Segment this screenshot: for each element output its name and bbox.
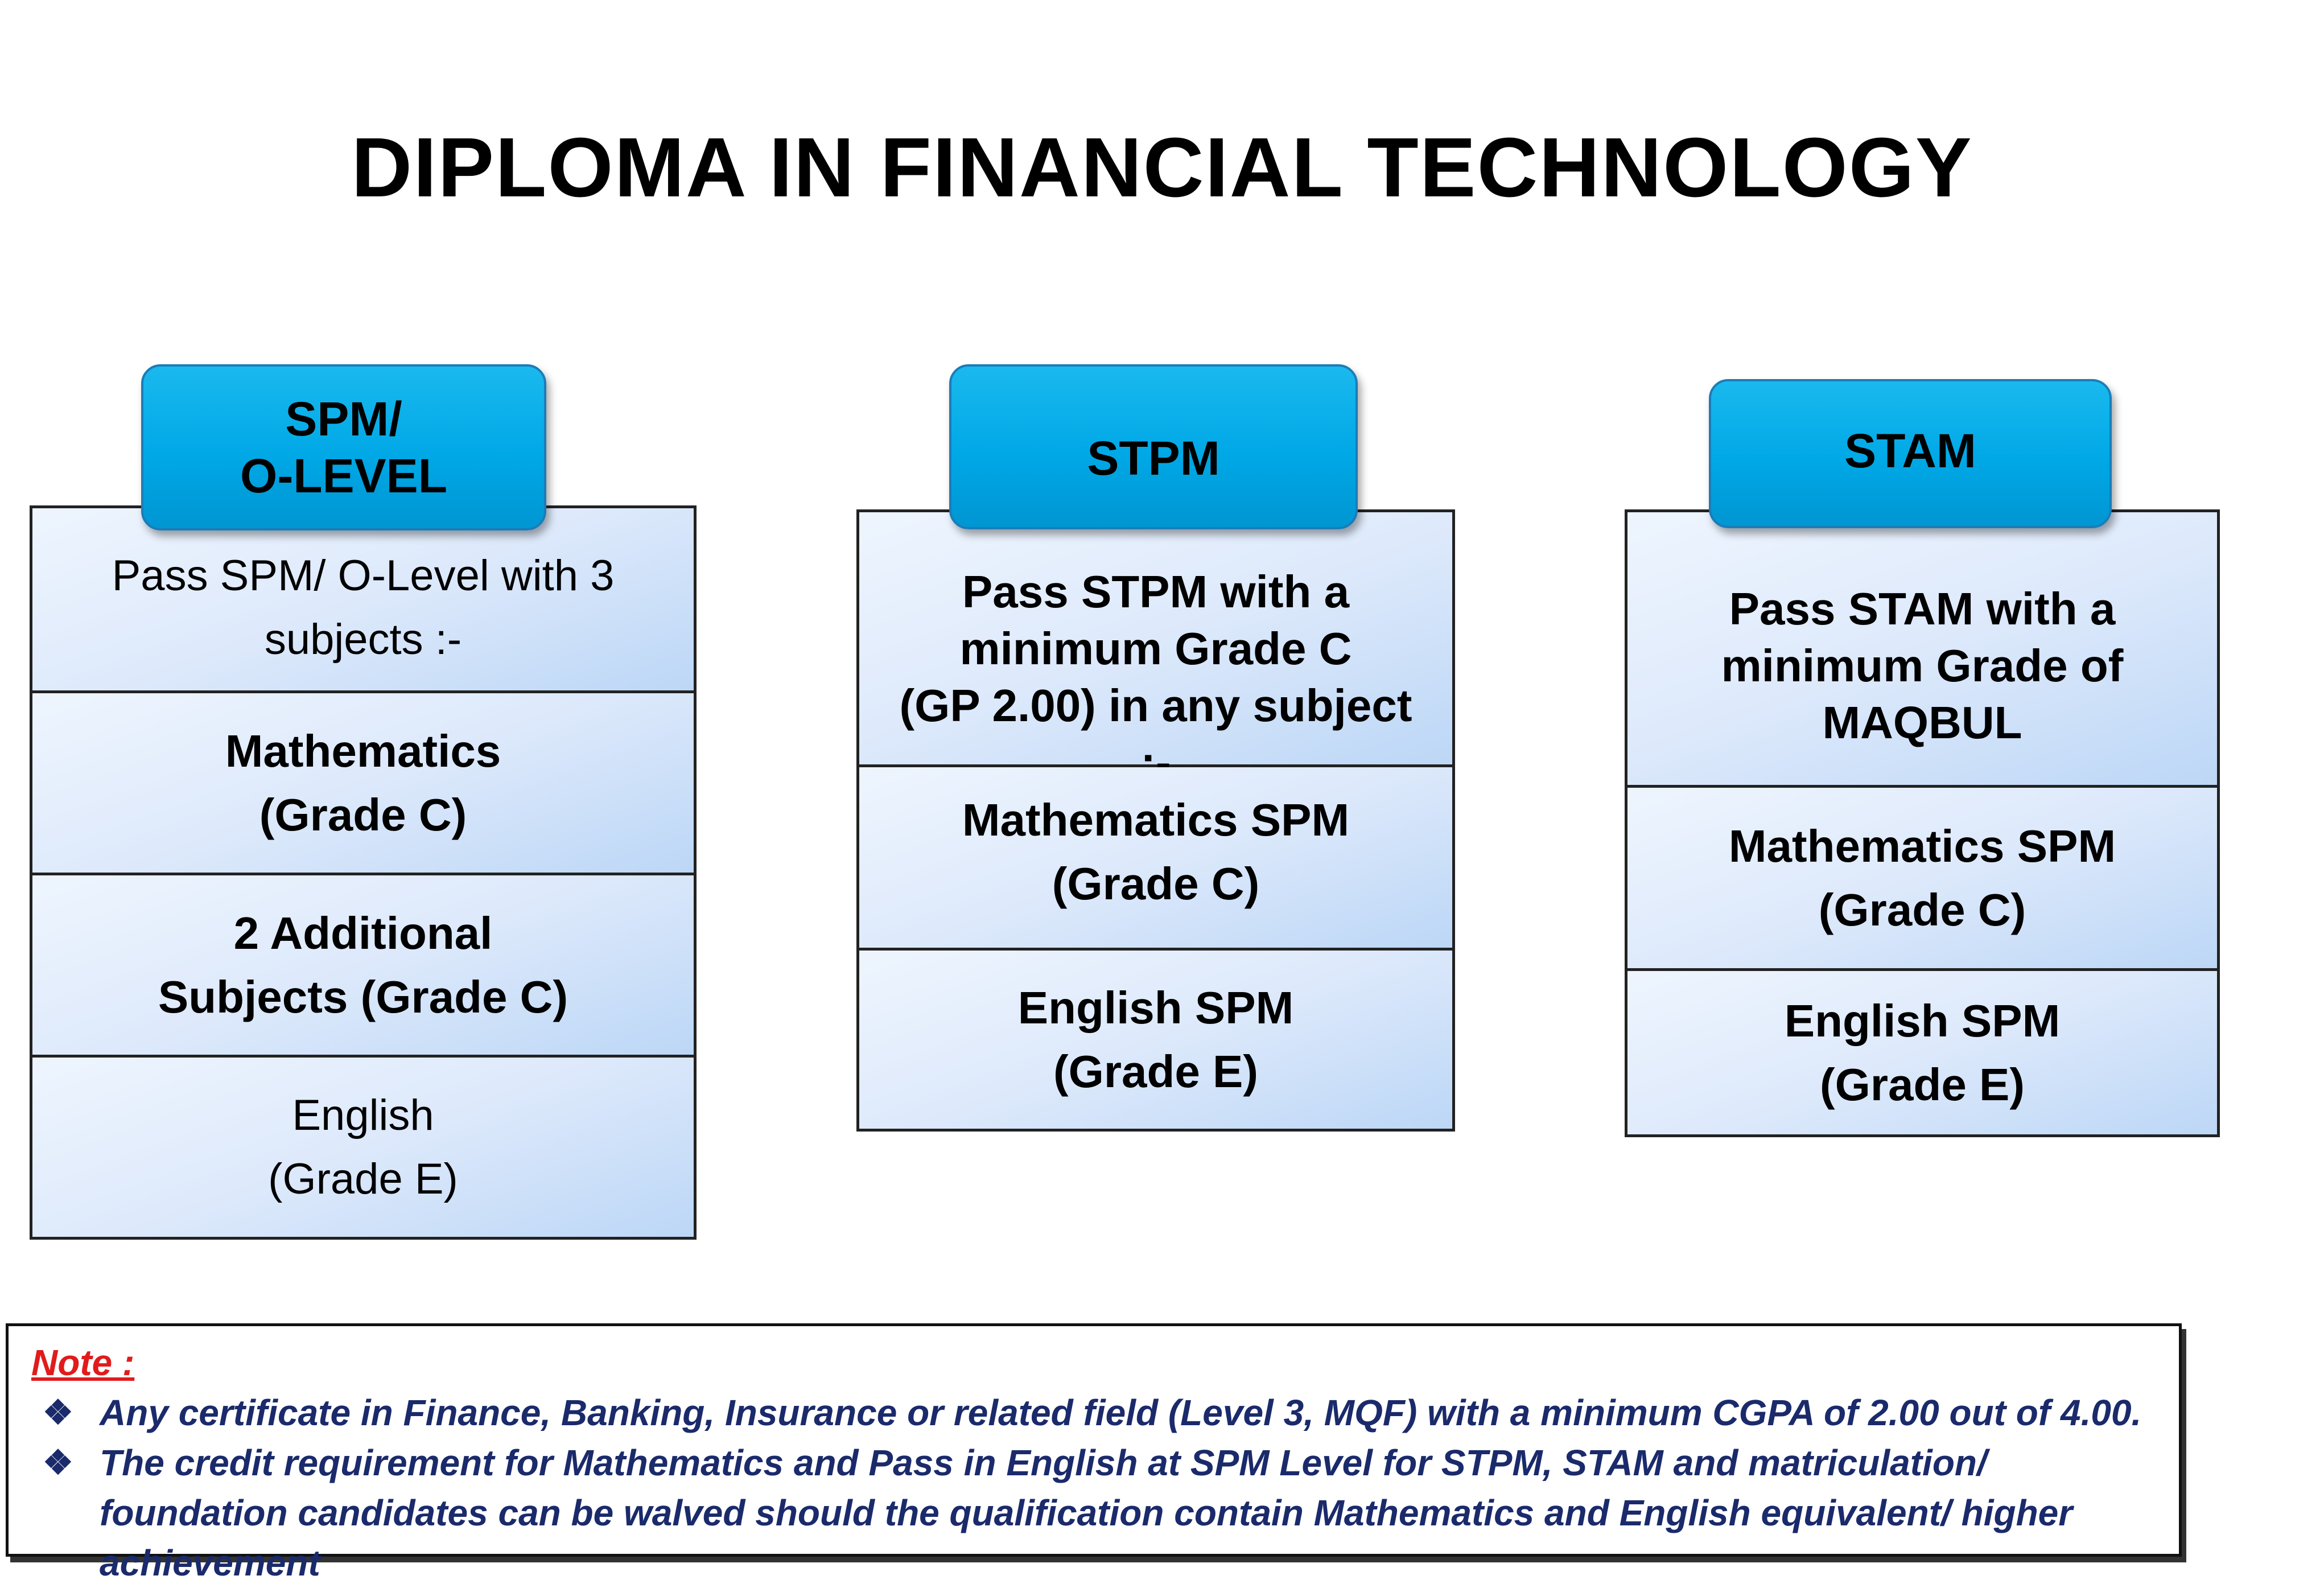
spm-header-tab: SPM/ O-LEVEL	[141, 364, 546, 530]
stpm-row-english: English SPM (Grade E)	[859, 951, 1452, 1129]
spm-row-additional-subjects: 2 Additional Subjects (Grade C)	[32, 875, 694, 1058]
stam-header-tab: STAM	[1709, 379, 2112, 528]
stam-row-mathematics: Mathematics SPM (Grade C)	[1627, 788, 2217, 971]
stam-header-label: STAM	[1844, 424, 1976, 478]
stpm-header-tab: STPM	[949, 364, 1358, 529]
stam-row-intro: Pass STAM with a minimum Grade of MAQBUL	[1627, 512, 2217, 788]
spm-row-mathematics: Mathematics (Grade C)	[32, 693, 694, 875]
note-box: Note : ❖ Any certificate in Finance, Ban…	[6, 1323, 2182, 1583]
spm-requirements-box: Pass SPM/ O-Level with 3 subjects :- Mat…	[30, 505, 697, 1240]
note-label: Note :	[31, 1342, 135, 1383]
stpm-header-label: STPM	[1087, 431, 1220, 485]
spm-header-label: SPM/ O-LEVEL	[240, 392, 447, 503]
page-title: DIPLOMA IN FINANCIAL TECHNOLOGY	[351, 121, 1973, 215]
spm-row-intro: Pass SPM/ O-Level with 3 subjects :-	[32, 508, 694, 693]
stpm-requirements-box: Pass STPM with a minimum Grade C (GP 2.0…	[856, 509, 1455, 1132]
stpm-row-mathematics: Mathematics SPM (Grade C)	[859, 767, 1452, 951]
diamond-bullet-icon: ❖	[43, 1393, 73, 1431]
stpm-row-intro: Pass STPM with a minimum Grade C (GP 2.0…	[859, 512, 1452, 788]
stam-requirements-box: Pass STAM with a minimum Grade of MAQBUL…	[1625, 509, 2220, 1137]
spm-row-english: English (Grade E)	[32, 1058, 694, 1237]
note-item: ❖ The credit requirement for Mathematics…	[31, 1438, 2168, 1588]
diamond-bullet-icon: ❖	[43, 1443, 73, 1482]
stam-row-english: English SPM (Grade E)	[1627, 971, 2217, 1134]
note-item: ❖ Any certificate in Finance, Banking, I…	[31, 1388, 2168, 1438]
